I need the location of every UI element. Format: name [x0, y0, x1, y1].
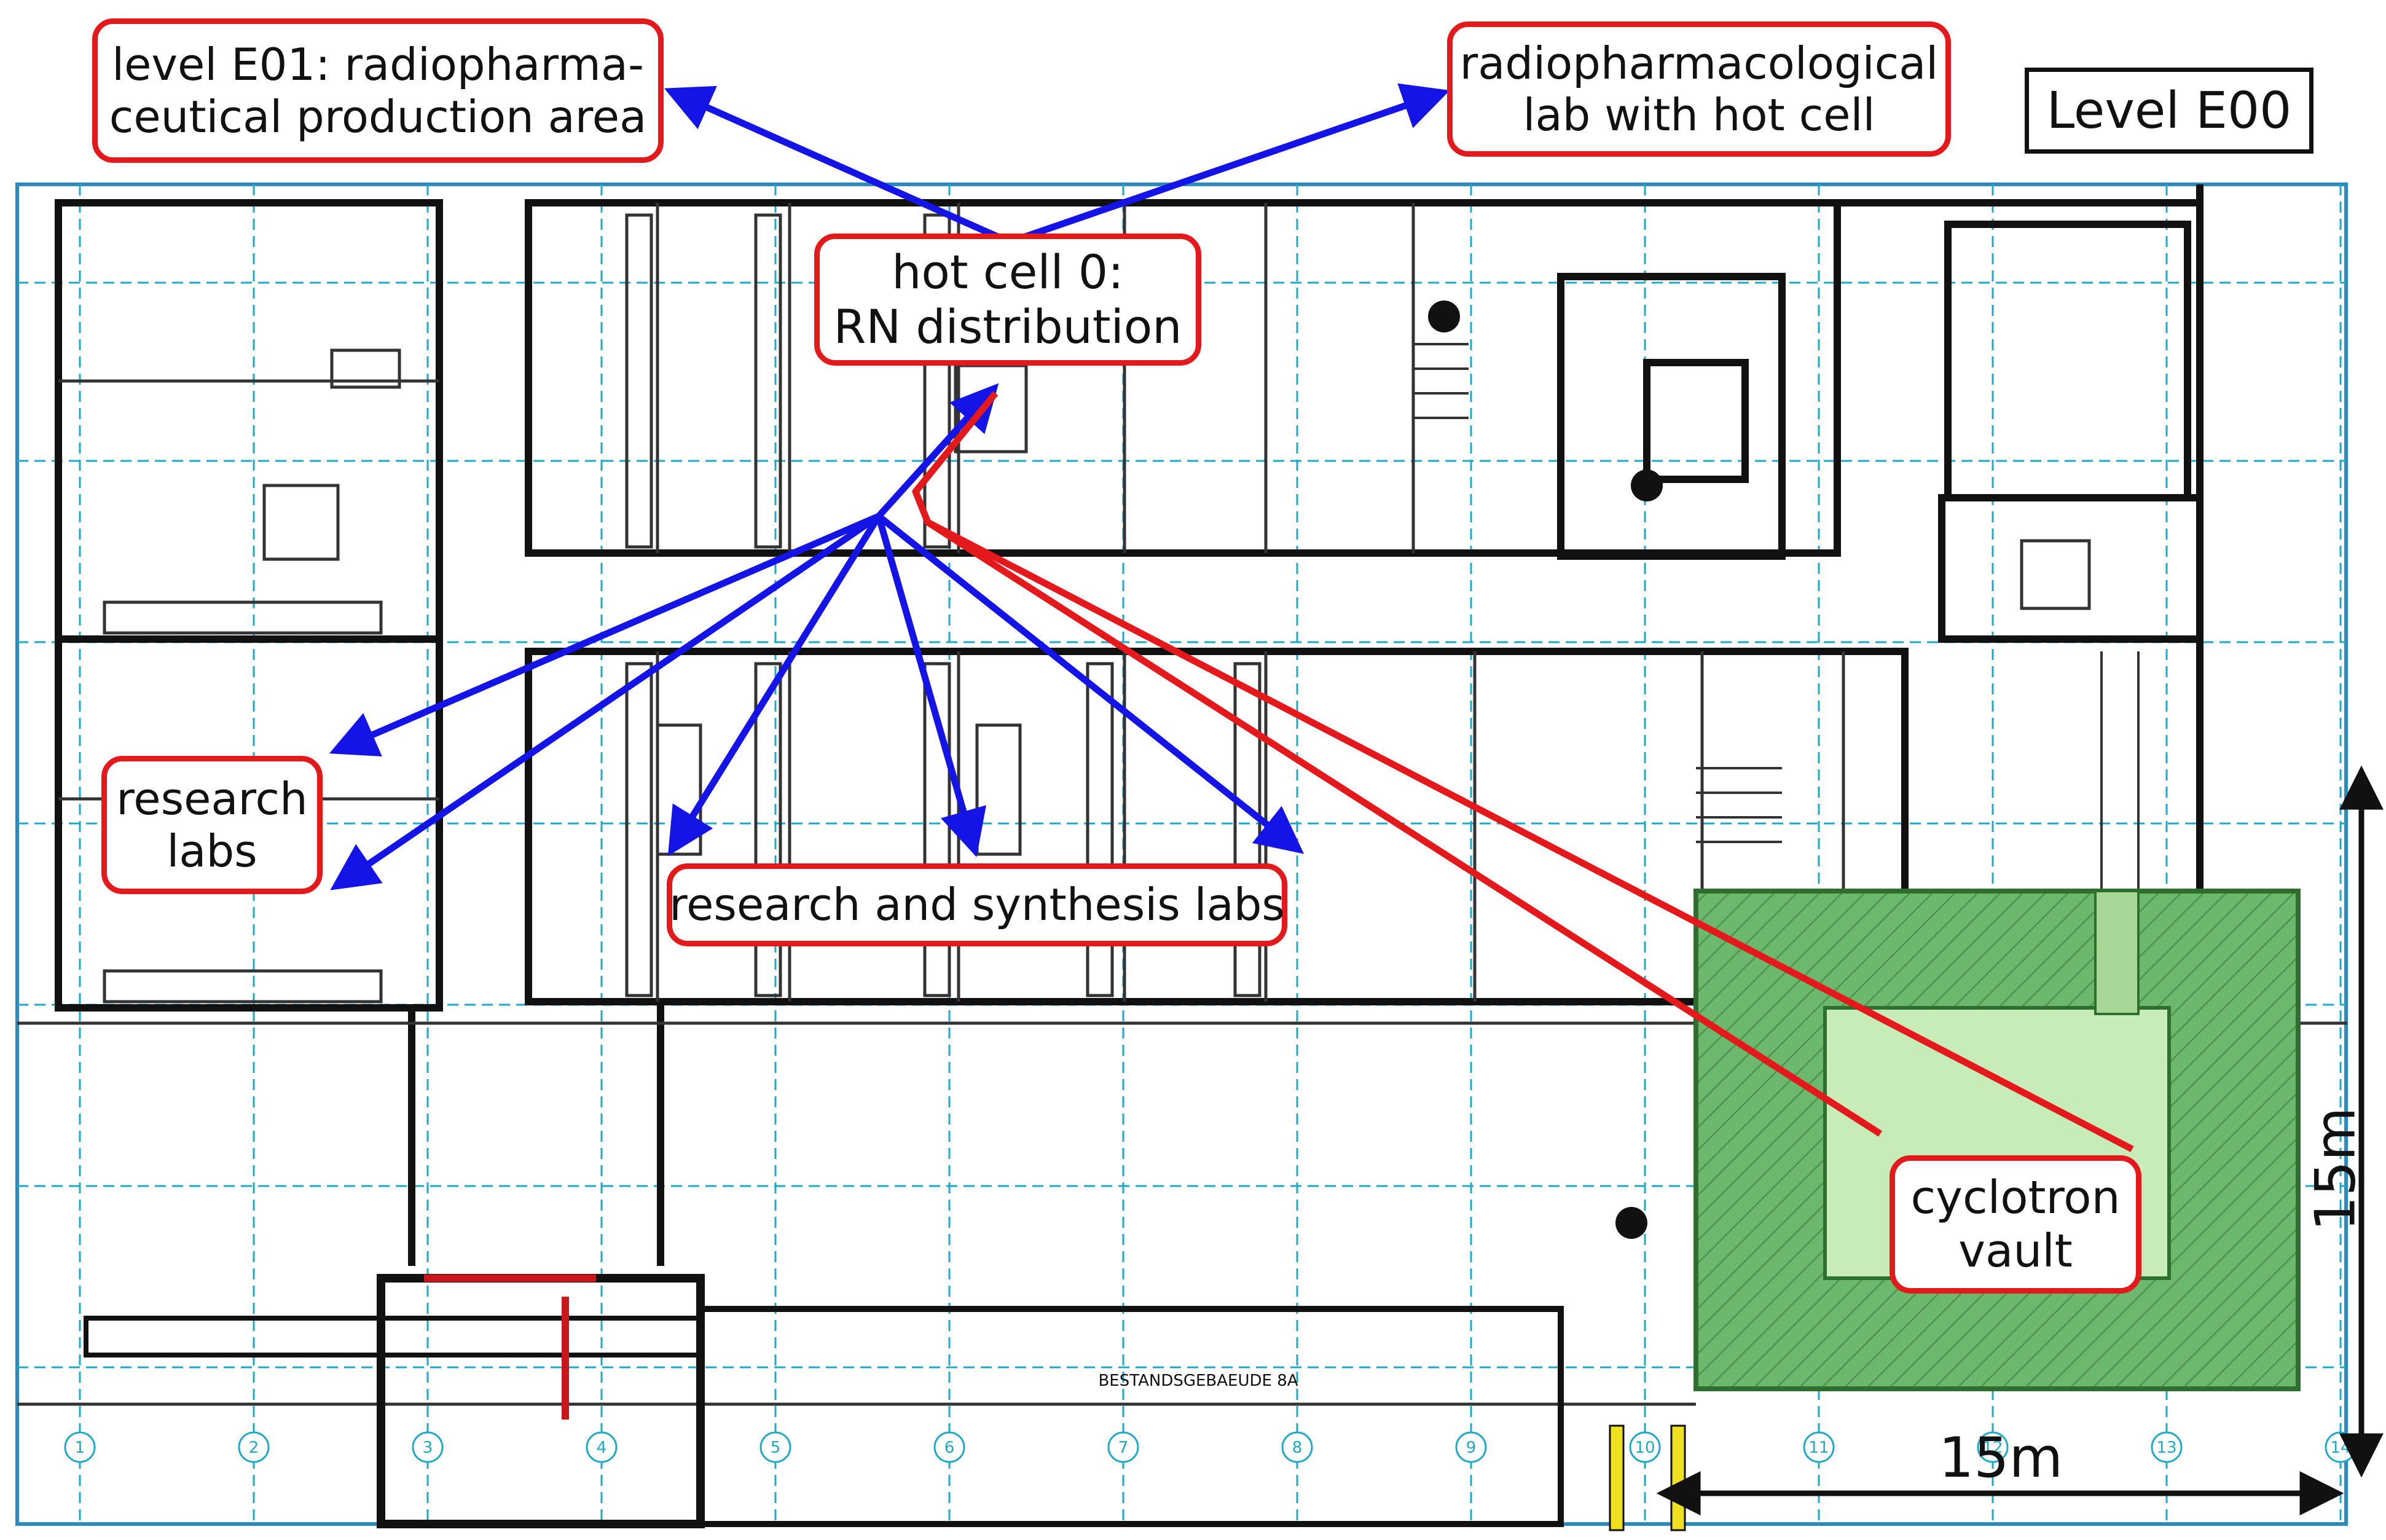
bench-mark — [1670, 1424, 1686, 1531]
grid-bubble-label: 12 — [1982, 1439, 2003, 1457]
grid-bubble-label: 1 — [75, 1439, 85, 1457]
grid-bubble-label: 7 — [1118, 1439, 1129, 1457]
scale-label-vertical: 15m — [2303, 1107, 2368, 1232]
grid-bubble — [1803, 1431, 1835, 1463]
grid-bubble — [1107, 1431, 1139, 1463]
callout-radiopharmacological-lab: radiopharmacological lab with hot cell — [1447, 22, 1951, 157]
callout-line: radiopharmacological — [1459, 37, 1939, 89]
callout-level-e01: level E01: radiopharma- ceutical product… — [92, 18, 664, 163]
building-walls — [55, 184, 2204, 1266]
beamline-2 — [926, 519, 2134, 1152]
grid-bubble-label: 13 — [2156, 1439, 2176, 1457]
grid-bubble — [759, 1431, 791, 1463]
callout-line: vault — [1958, 1224, 2073, 1278]
callout-line: RN distribution — [833, 299, 1182, 354]
callout-line: hot cell 0: — [892, 244, 1124, 299]
lab-benches — [103, 213, 2091, 1004]
grid-bubble-label: 4 — [597, 1439, 607, 1457]
callout-hot-cell-0: hot cell 0: RN distribution — [814, 234, 1201, 366]
scale-label-horizontal: 15m — [1939, 1426, 2063, 1490]
arrow-to-e01 — [664, 85, 1003, 242]
grid-bubble — [1629, 1431, 1661, 1463]
bench-mark — [1609, 1424, 1625, 1531]
callout-line: research and synthesis labs — [669, 879, 1285, 931]
grid-bubble-label: 3 — [423, 1439, 433, 1457]
arrow-to-research-labs-1 — [329, 513, 881, 756]
arrow-to-research-labs-2 — [330, 513, 881, 890]
grid-bubble — [933, 1431, 965, 1463]
callout-line: cyclotron — [1910, 1171, 2121, 1224]
arrow-to-radiolab — [1019, 83, 1450, 242]
grid-bubble-label: 14 — [2330, 1439, 2350, 1457]
grid-bubble — [1281, 1431, 1313, 1463]
grid-bubble — [2151, 1431, 2183, 1463]
callout-line: level E01: radiopharma- — [112, 39, 644, 91]
beam-transport-lines — [912, 391, 2134, 1152]
callout-line: lab with hot cell — [1523, 89, 1875, 141]
connection-arrows — [329, 83, 1450, 890]
grid-bubble-label: 8 — [1292, 1439, 1303, 1457]
callout-line: ceutical production area — [109, 90, 647, 143]
grid-bubble — [238, 1431, 270, 1463]
columns — [1428, 301, 1663, 1239]
callout-line: labs — [167, 825, 257, 877]
grid-bubble-label: 9 — [1466, 1439, 1477, 1457]
grid-bubble — [64, 1431, 96, 1463]
grid-bubble — [1455, 1431, 1487, 1463]
callout-research-synthesis-labs: research and synthesis labs — [667, 863, 1287, 946]
grid-bubble — [586, 1431, 618, 1463]
existing-building — [84, 1274, 1564, 1528]
arrow-to-hotcell — [876, 383, 999, 519]
arrow-to-synthesis-1 — [667, 514, 882, 857]
beamline-1 — [912, 391, 1882, 1137]
grid-bubble — [1977, 1431, 2009, 1463]
callout-research-labs: research labs — [101, 756, 323, 894]
beamline-corridor — [2094, 890, 2140, 1015]
grid-bubble — [412, 1431, 444, 1463]
existing-building-label: BESTANDSGEBAEUDE 8A — [1098, 1372, 1298, 1390]
grid-bubble-label: 10 — [1634, 1439, 1655, 1457]
callout-cyclotron-vault: cyclotron vault — [1890, 1155, 2141, 1294]
grid-bubble-label: 2 — [249, 1439, 259, 1457]
callout-line: research — [116, 773, 308, 825]
grid-bubble-label: 11 — [1808, 1439, 1829, 1457]
level-label: Level E00 — [2025, 68, 2313, 154]
grid-bubble-label: 5 — [771, 1439, 781, 1457]
arrow-to-synthesis-2 — [875, 515, 987, 857]
arrow-to-synthesis-3 — [876, 513, 1305, 854]
grid-bubble-label: 6 — [944, 1439, 955, 1457]
